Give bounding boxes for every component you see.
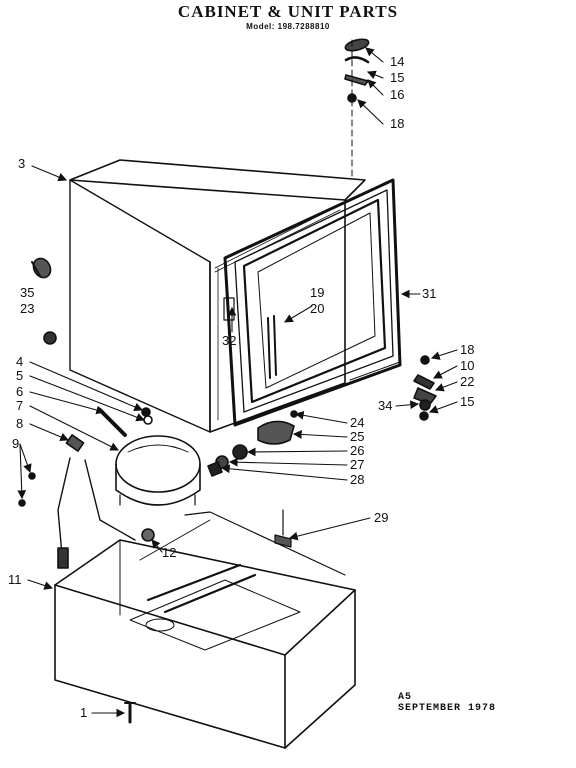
callout-7: 7	[16, 398, 23, 413]
callout-11: 11	[8, 572, 22, 587]
footer-code: A5	[398, 692, 413, 703]
callout-31: 31	[422, 286, 436, 301]
callout-26: 26	[350, 443, 364, 458]
callout-10: 10	[460, 358, 474, 373]
callout-23: 23	[20, 301, 34, 316]
callout-18: 18	[390, 116, 404, 131]
callout-34: 34	[378, 398, 392, 413]
model-number: Model: 198.7288810	[246, 22, 330, 31]
callout-labels: 14 15 16 18 3 31 19 20 32 35 23 18 10 22…	[8, 54, 474, 720]
callout-35: 35	[20, 285, 34, 300]
callout-27: 27	[350, 457, 364, 472]
callout-9: 9	[12, 436, 19, 451]
footer-date: SEPTEMBER 1978	[398, 703, 497, 714]
callout-22: 22	[460, 374, 474, 389]
callout-3: 3	[18, 156, 25, 171]
callout-28: 28	[350, 472, 364, 487]
callout-8: 8	[16, 416, 23, 431]
diagram-title: CABINET & UNIT PARTS	[177, 2, 399, 21]
callout-6: 6	[16, 384, 23, 399]
relay-parts	[207, 410, 298, 477]
callout-5: 5	[16, 368, 23, 383]
callout-29: 29	[374, 510, 388, 525]
base-pan	[54, 509, 356, 749]
top-hinge-parts	[344, 38, 370, 177]
callout-16: 16	[390, 87, 404, 102]
callout-1: 1	[80, 705, 87, 720]
callout-12: 12	[162, 545, 176, 560]
knob-parts	[31, 257, 57, 345]
leader-lines	[17, 47, 458, 718]
callout-15: 15	[390, 70, 404, 85]
callout-4: 4	[16, 354, 23, 369]
callout-15-hinge: 15	[460, 394, 474, 409]
callout-25: 25	[350, 429, 364, 444]
screw	[124, 702, 136, 724]
callout-19: 19	[310, 285, 324, 300]
door-frame	[223, 178, 402, 427]
bottom-hinge-parts	[413, 355, 437, 421]
callout-32: 32	[222, 333, 236, 348]
cabinet-body	[69, 159, 366, 433]
callout-20: 20	[310, 301, 324, 316]
callout-14: 14	[390, 54, 404, 69]
callout-24: 24	[350, 415, 364, 430]
callout-18-hinge: 18	[460, 342, 474, 357]
compressor	[18, 407, 201, 569]
